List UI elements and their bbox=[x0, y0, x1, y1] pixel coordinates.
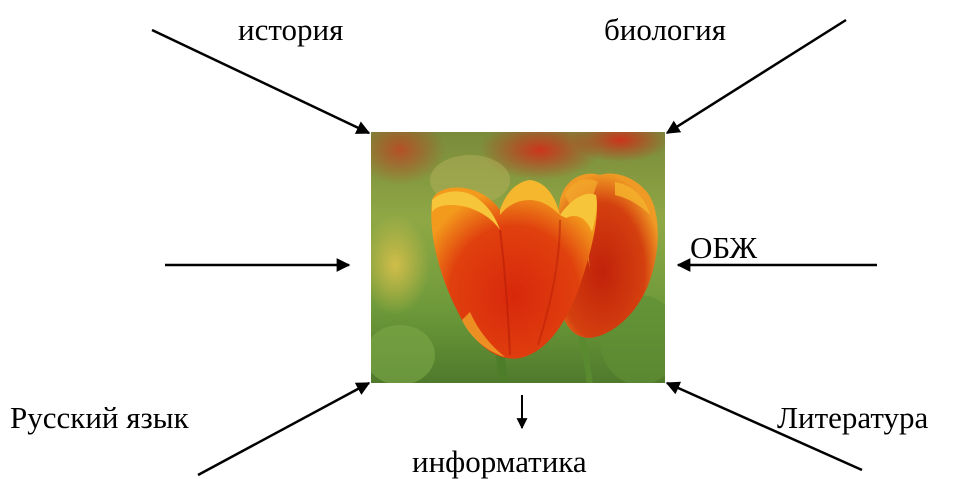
label-history: история bbox=[238, 12, 344, 47]
arrow-russian bbox=[197, 381, 371, 477]
arrow-history bbox=[151, 28, 371, 135]
tulip-photo bbox=[371, 132, 665, 383]
label-literature: Литература bbox=[777, 400, 929, 435]
arrow-literature bbox=[665, 381, 863, 472]
label-biology: биология bbox=[604, 12, 726, 47]
label-russian-language: Русский язык bbox=[10, 400, 189, 435]
label-informatics: информатика bbox=[412, 444, 587, 479]
arrow-biology bbox=[665, 18, 847, 135]
label-obzh: ОБЖ bbox=[690, 230, 758, 265]
